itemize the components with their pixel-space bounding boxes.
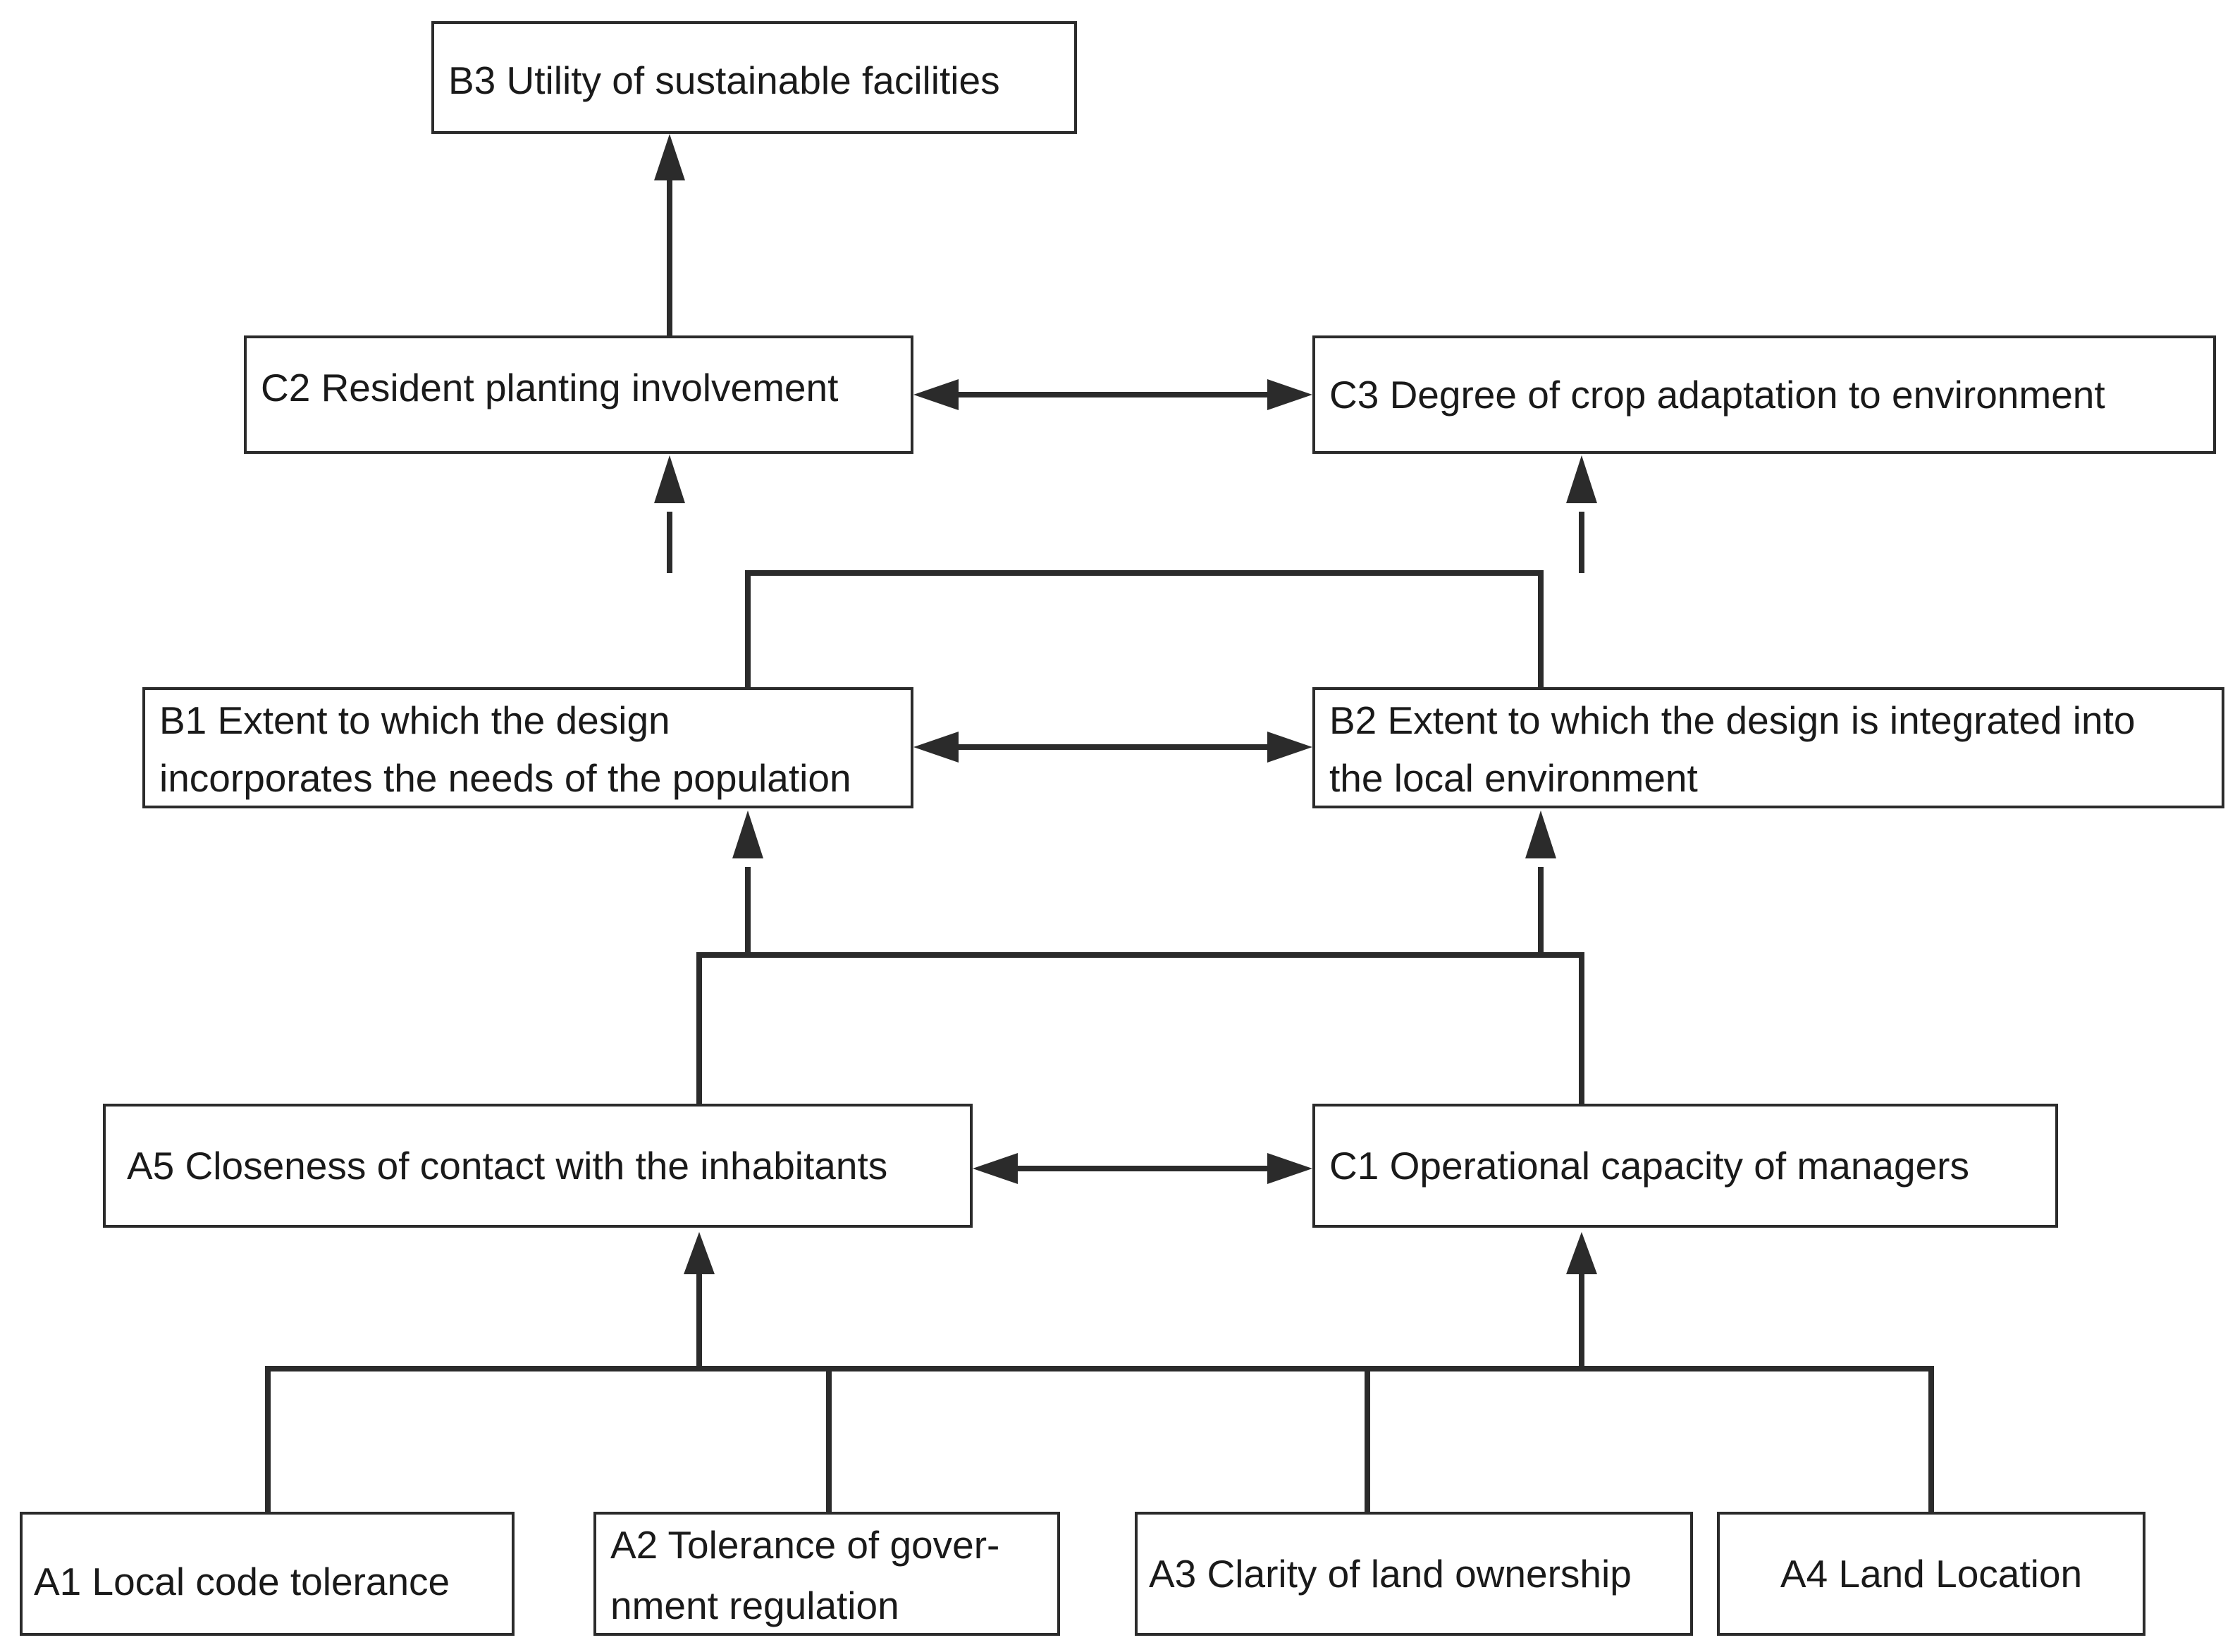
node-a2: A2 Tolerance of gover- nment regulation xyxy=(593,1512,1060,1636)
arrowhead-to-c1 xyxy=(1566,1232,1597,1274)
node-c3-label: C3 Degree of crop adaptation to environm… xyxy=(1329,373,2105,417)
node-b1-line1: B1 Extent to which the design xyxy=(159,698,670,742)
arrowhead-b1-left xyxy=(913,732,959,763)
arrowhead-to-b3 xyxy=(654,134,685,180)
node-b3-label: B3 Utility of sustainable facilities xyxy=(448,58,1000,102)
connector-a-bus xyxy=(265,1366,1934,1512)
node-a4-label: A4 Land Location xyxy=(1780,1552,2083,1596)
arrowhead-to-b1 xyxy=(732,810,763,858)
arrowhead-to-a5 xyxy=(684,1232,715,1274)
node-a2-line1: A2 Tolerance of gover- xyxy=(610,1523,1000,1567)
node-c1-label: C1 Operational capacity of managers xyxy=(1329,1144,1969,1188)
arrowhead-b2-right xyxy=(1267,732,1312,763)
node-c2-label: C2 Resident planting involvement xyxy=(261,366,839,409)
arrowhead-c1-right xyxy=(1267,1153,1312,1184)
connector-ac-bus xyxy=(696,952,1584,1104)
node-c3: C3 Degree of crop adaptation to environm… xyxy=(1312,335,2216,454)
node-a2-line2: nment regulation xyxy=(610,1584,899,1627)
node-a3-label: A3 Clarity of land ownership xyxy=(1149,1552,1632,1596)
node-b1-line2: incorporates the needs of the population xyxy=(159,756,851,800)
node-b2: B2 Extent to which the design is integra… xyxy=(1312,687,2224,808)
node-b1: B1 Extent to which the design incorporat… xyxy=(142,687,913,808)
node-b3: B3 Utility of sustainable facilities xyxy=(431,21,1077,134)
node-a3: A3 Clarity of land ownership xyxy=(1135,1512,1693,1636)
node-a5: A5 Closeness of contact with the inhabit… xyxy=(103,1104,973,1228)
node-c1: C1 Operational capacity of managers xyxy=(1312,1104,2058,1228)
arrowhead-to-c2 xyxy=(654,455,685,503)
node-a1-label: A1 Local code tolerance xyxy=(34,1560,450,1603)
node-c2: C2 Resident planting involvement xyxy=(244,335,913,454)
node-a4: A4 Land Location xyxy=(1717,1512,2145,1636)
node-b2-line1: B2 Extent to which the design is integra… xyxy=(1329,698,2136,742)
node-a1: A1 Local code tolerance xyxy=(20,1512,515,1636)
arrowhead-c3-right xyxy=(1267,379,1312,410)
arrowhead-c2-left xyxy=(913,379,959,410)
node-b2-line2: the local environment xyxy=(1329,756,1698,800)
node-a5-label: A5 Closeness of contact with the inhabit… xyxy=(127,1144,888,1188)
connector-b-bus xyxy=(745,570,1544,687)
arrowhead-to-c3 xyxy=(1566,455,1597,503)
arrowhead-a5-left xyxy=(973,1153,1018,1184)
arrowhead-to-b2 xyxy=(1525,810,1556,858)
